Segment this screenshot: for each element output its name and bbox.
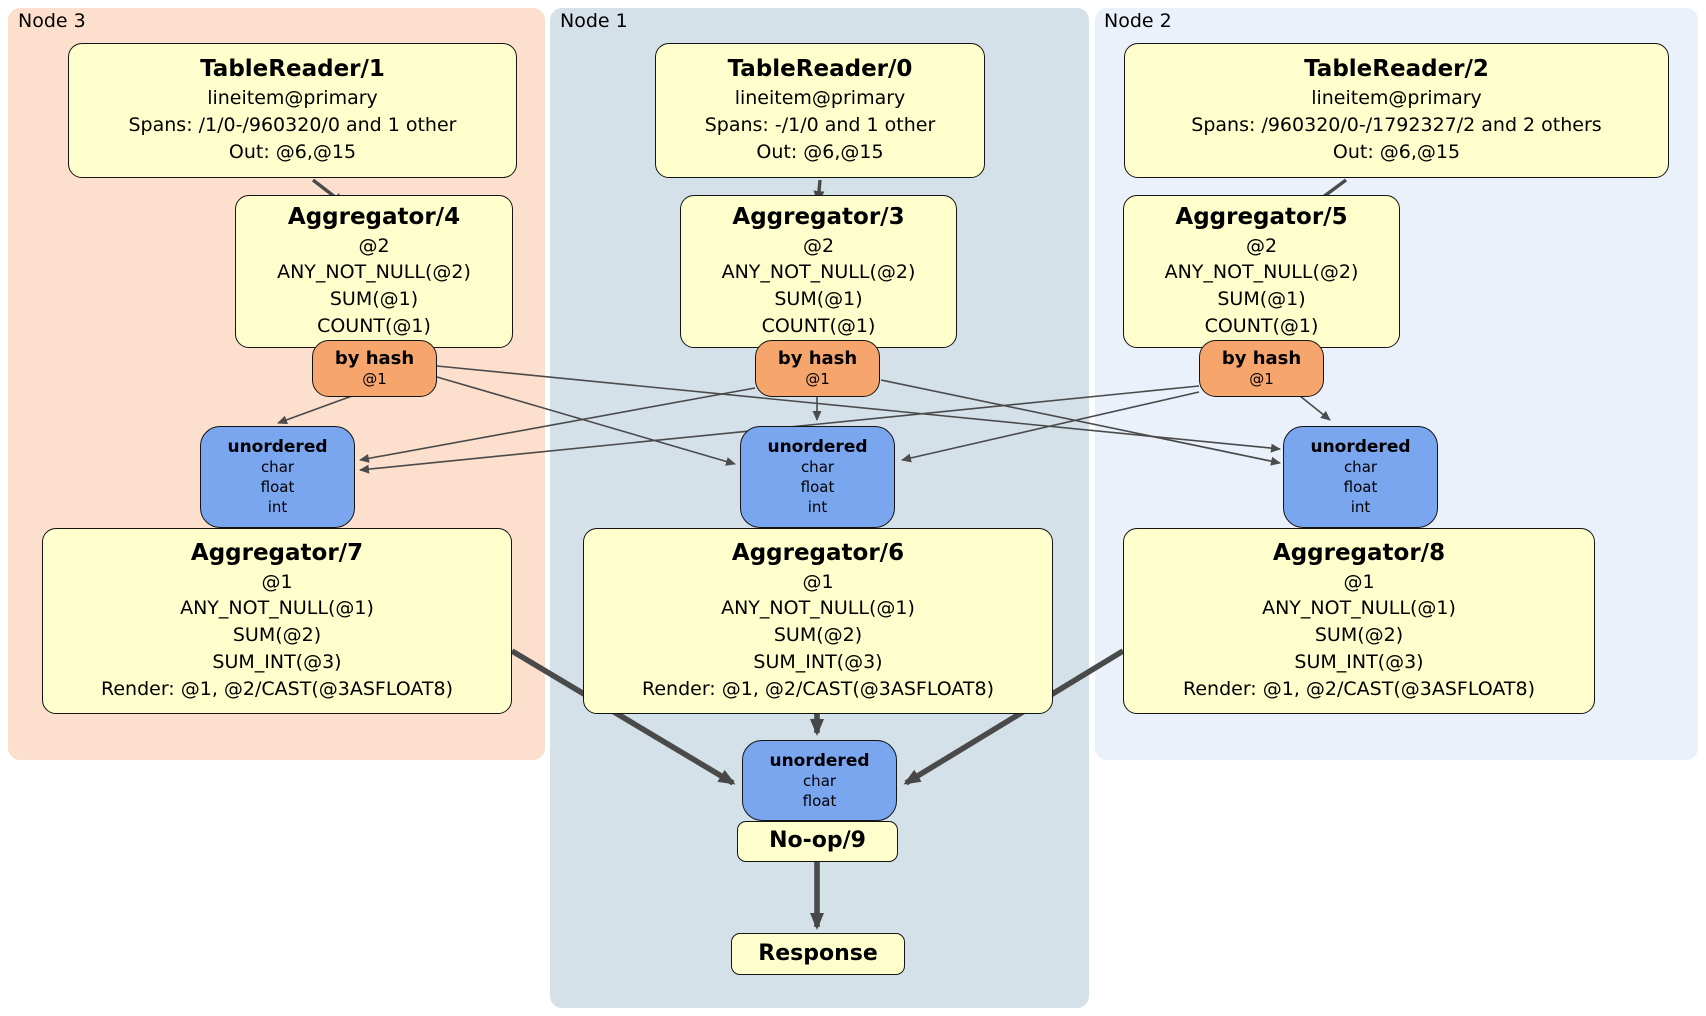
- box-line: SUM(@2): [232, 624, 322, 647]
- box-line: ANY_NOT_NULL(@1): [180, 597, 374, 620]
- box-line: SUM(@2): [773, 624, 863, 647]
- box-title: Aggregator/4: [287, 203, 461, 230]
- box-title: by hash: [777, 348, 858, 370]
- box-title: unordered: [767, 437, 868, 458]
- box-title: unordered: [227, 437, 328, 458]
- node2-label: Node 2: [1104, 10, 1172, 32]
- box-line: char: [260, 458, 295, 477]
- box-line: SUM_INT(@3): [1294, 651, 1424, 674]
- box-line: @2: [802, 234, 835, 257]
- box-line: @1: [261, 570, 293, 593]
- box-line: SUM(@1): [329, 288, 419, 311]
- router-by-hash-3: by hash @1: [755, 340, 880, 397]
- box-line: Out: @6,@15: [1332, 140, 1461, 163]
- box-line: @2: [1245, 234, 1278, 257]
- box-line: float: [802, 791, 837, 810]
- box-line: ANY_NOT_NULL(@1): [721, 597, 915, 620]
- box-title: Aggregator/8: [1272, 539, 1446, 566]
- noop-9: No-op/9: [737, 821, 898, 862]
- box-line: Out: @6,@15: [756, 140, 884, 163]
- box-line: Spans: /960320/0-/1792327/2 and 2 others: [1191, 113, 1602, 136]
- box-line: lineitem@primary: [1311, 86, 1482, 109]
- box-title: Aggregator/6: [731, 539, 905, 566]
- box-line: char: [800, 458, 835, 477]
- box-line: COUNT(@1): [317, 315, 431, 338]
- box-line: COUNT(@1): [1204, 315, 1319, 338]
- box-line: float: [1343, 478, 1378, 497]
- box-line: Render: @1, @2/CAST(@3ASFLOAT8): [642, 678, 994, 701]
- box-line: Out: @6,@15: [228, 140, 357, 163]
- box-title: Response: [758, 940, 878, 966]
- box-line: SUM(@1): [1217, 288, 1306, 311]
- box-line: float: [260, 478, 295, 497]
- response: Response: [731, 933, 905, 975]
- box-line: int: [267, 497, 288, 516]
- box-line: SUM_INT(@3): [753, 651, 883, 674]
- box-title: Aggregator/7: [190, 539, 364, 566]
- box-line: @1: [1249, 369, 1274, 388]
- box-line: SUM(@2): [1314, 624, 1404, 647]
- box-line: int: [1350, 497, 1371, 516]
- box-title: TableReader/0: [727, 56, 913, 83]
- box-line: Spans: /1/0-/960320/0 and 1 other: [128, 113, 457, 136]
- router-by-hash-5: by hash @1: [1199, 340, 1324, 397]
- box-line: ANY_NOT_NULL(@2): [721, 261, 916, 284]
- box-line: SUM_INT(@3): [212, 651, 342, 674]
- box-title: TableReader/1: [200, 56, 385, 83]
- box-line: lineitem@primary: [734, 86, 906, 109]
- box-line: @2: [358, 234, 390, 257]
- box-title: unordered: [769, 750, 870, 771]
- box-line: lineitem@primary: [207, 86, 378, 109]
- box-line: Spans: -/1/0 and 1 other: [704, 113, 936, 136]
- box-line: int: [807, 497, 828, 516]
- box-line: ANY_NOT_NULL(@1): [1262, 597, 1456, 620]
- box-title: by hash: [1221, 348, 1302, 370]
- box-line: @1: [805, 369, 830, 388]
- box-line: Render: @1, @2/CAST(@3ASFLOAT8): [1183, 678, 1535, 701]
- box-line: @1: [802, 570, 834, 593]
- box-title: Aggregator/3: [732, 203, 905, 230]
- node1-label: Node 1: [560, 10, 628, 32]
- box-line: COUNT(@1): [761, 315, 876, 338]
- box-title: unordered: [1310, 437, 1411, 458]
- box-line: char: [802, 771, 837, 790]
- router-by-hash-4: by hash @1: [312, 340, 437, 397]
- box-line: float: [800, 478, 835, 497]
- node3-label: Node 3: [18, 10, 86, 32]
- box-line: Render: @1, @2/CAST(@3ASFLOAT8): [101, 678, 453, 701]
- box-title: by hash: [334, 348, 415, 370]
- box-line: @1: [1343, 570, 1375, 593]
- box-line: SUM(@1): [774, 288, 863, 311]
- box-line: @1: [362, 369, 387, 388]
- box-line: ANY_NOT_NULL(@2): [1164, 261, 1359, 284]
- box-title: Aggregator/5: [1175, 203, 1348, 230]
- box-line: char: [1343, 458, 1378, 477]
- box-line: ANY_NOT_NULL(@2): [277, 261, 471, 284]
- box-title: No-op/9: [769, 828, 866, 854]
- box-title: TableReader/2: [1304, 56, 1489, 83]
